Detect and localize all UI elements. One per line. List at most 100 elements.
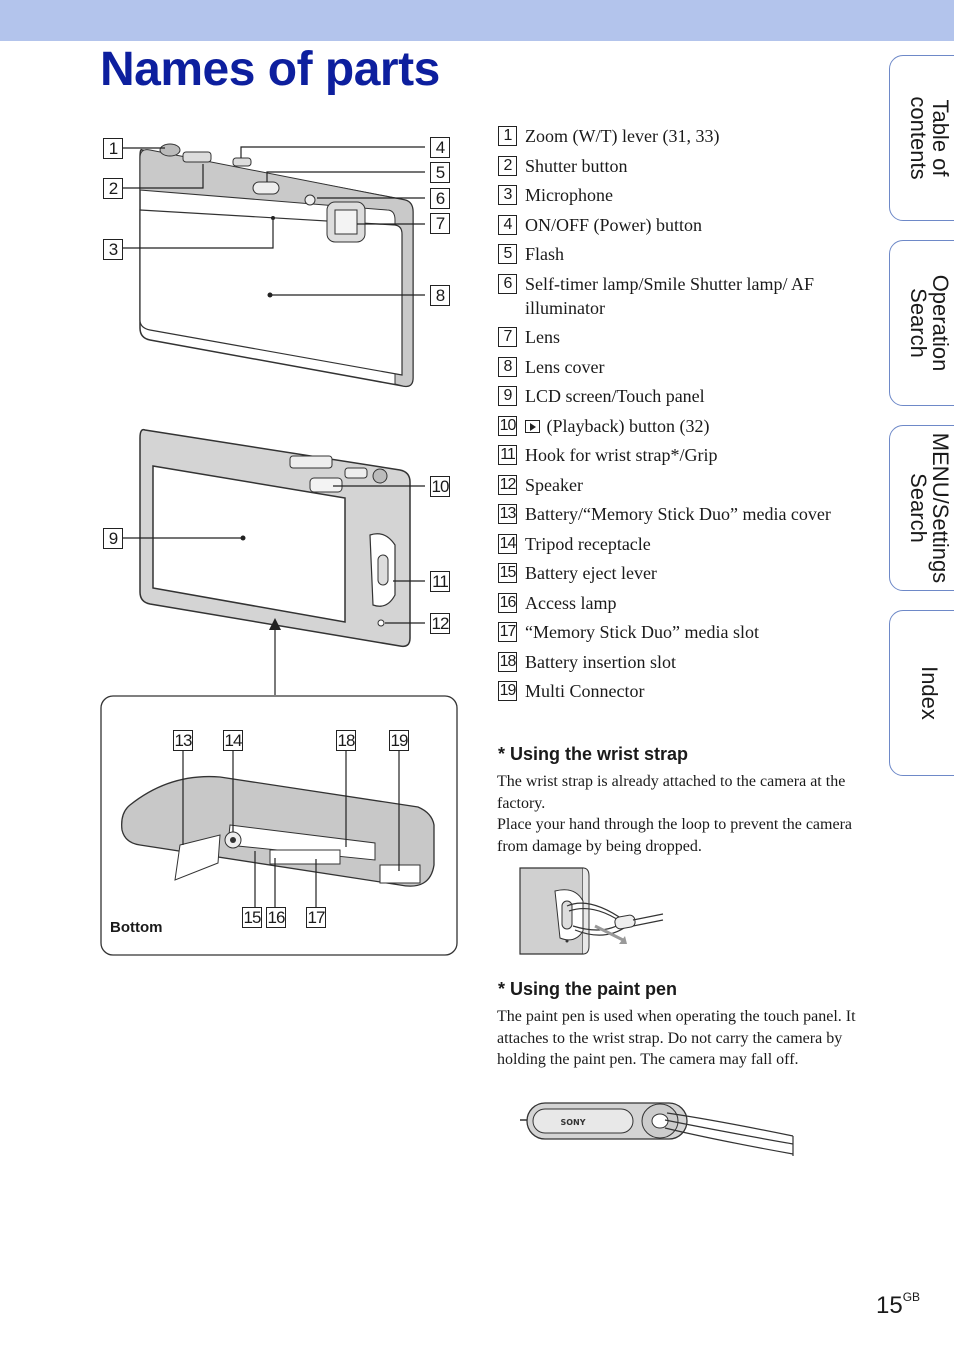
tab-index[interactable]: Index [889, 610, 954, 776]
camera-back-illustration [121, 428, 425, 695]
item-number: 15 [498, 563, 517, 583]
item-number: 6 [498, 273, 517, 294]
item-number: 17 [498, 622, 517, 642]
tab-table-of-contents[interactable]: Table of contents [889, 55, 954, 221]
list-item: 7 Lens [498, 325, 858, 349]
callout-2: 2 [103, 178, 123, 199]
item-label: Multi Connector [525, 681, 645, 701]
list-item: 4 ON/OFF (Power) button [498, 213, 858, 237]
item-label: Battery insertion slot [525, 651, 676, 672]
callout-8: 8 [430, 285, 450, 306]
item-label: Microphone [525, 185, 613, 205]
list-item: 13 Battery/“Memory Stick Duo” media cover [498, 502, 858, 526]
callout-10: 10 [430, 476, 450, 497]
list-item: 18 Battery insertion slot [498, 650, 858, 674]
wrist-strap-illustration [519, 867, 664, 955]
list-item: 17 “Memory Stick Duo” media slot [498, 620, 858, 644]
callout-18: 18 [336, 730, 356, 751]
tab-label: MENU/Settings Search [906, 432, 953, 584]
camera-bottom-illustration [100, 695, 458, 956]
sony-logo: SONY [560, 1118, 585, 1127]
tab-operation-search[interactable]: Operation Search [889, 240, 954, 406]
callout-15: 15 [242, 907, 262, 928]
callout-16: 16 [266, 907, 286, 928]
item-number: 9 [498, 386, 517, 406]
list-item: 5 Flash [498, 242, 858, 266]
item-number: 2 [498, 155, 517, 176]
callout-6: 6 [430, 188, 450, 209]
item-number: 3 [498, 185, 517, 205]
item-label: Zoom (W/T) lever (31, 33) [525, 126, 720, 146]
callout-9: 9 [103, 528, 123, 549]
item-number: 10 [498, 415, 517, 436]
item-label: Battery/“Memory Stick Duo” media cover [525, 504, 831, 524]
item-number: 1 [498, 126, 517, 146]
item-label: Self-timer lamp/Smile Shutter lamp/ AF i… [525, 273, 814, 318]
item-label: Lens [525, 327, 560, 347]
item-number: 5 [498, 244, 517, 264]
list-item: 11 Hook for wrist strap*/Grip [498, 443, 858, 467]
callout-3: 3 [103, 239, 123, 260]
item-number: 19 [498, 681, 517, 701]
wrist-strap-heading: * Using the wrist strap [498, 744, 689, 764]
page-number: 15GB [876, 1290, 920, 1320]
paint-pen-illustration: SONY [520, 1102, 794, 1156]
callout-5: 5 [430, 162, 450, 183]
item-label: Flash [525, 244, 565, 264]
list-item: 9 LCD screen/Touch panel [498, 384, 858, 408]
item-number: 14 [498, 533, 517, 554]
list-item: 12 Speaker [498, 473, 858, 497]
item-label: “Memory Stick Duo” media slot [525, 622, 759, 642]
item-label: Tripod receptacle [525, 533, 651, 554]
parts-list: 1 Zoom (W/T) lever (31, 33) 2 Shutter butt… [498, 124, 858, 709]
list-item: 10 (Playback) button (32) [498, 414, 858, 438]
item-label: Lens cover [525, 356, 605, 377]
page-number-value: 15 [876, 1292, 903, 1319]
item-label: Speaker [525, 474, 583, 495]
top-header-bar [0, 0, 954, 41]
wrist-strap-text: The wrist strap is already attached to t… [497, 773, 852, 855]
item-label: Access lamp [525, 592, 617, 613]
camera-front-illustration [122, 143, 425, 388]
tab-label: Index [917, 666, 942, 720]
playback-icon [525, 419, 540, 433]
item-label: Hook for wrist strap*/Grip [525, 445, 718, 465]
tab-label: Table of contents [906, 96, 953, 180]
item-number: 18 [498, 651, 517, 672]
list-item: 16 Access lamp [498, 591, 858, 615]
item-number: 8 [498, 356, 517, 377]
item-label: LCD screen/Touch panel [525, 386, 705, 406]
callout-17: 17 [306, 907, 326, 928]
callout-4: 4 [430, 137, 450, 158]
paint-pen-heading: * Using the paint pen [498, 979, 678, 999]
item-number: 11 [498, 445, 517, 465]
list-item: 15 Battery eject lever [498, 561, 858, 585]
item-number: 13 [498, 504, 517, 524]
tab-menu-settings-search[interactable]: MENU/Settings Search [889, 425, 954, 591]
list-item: 19 Multi Connector [498, 679, 858, 703]
page-number-suffix: GB [902, 1290, 921, 1304]
list-item: 3 Microphone [498, 183, 858, 207]
item-number: 12 [498, 474, 517, 495]
list-item: 6 Self-timer lamp/Smile Shutter lamp/ AF … [498, 272, 858, 320]
callout-11: 11 [430, 571, 450, 592]
list-item: 8 Lens cover [498, 355, 858, 379]
list-item: 14 Tripod receptacle [498, 532, 858, 556]
item-label: Battery eject lever [525, 563, 657, 583]
callout-1: 1 [103, 138, 123, 159]
callout-12: 12 [430, 613, 450, 634]
callout-14: 14 [223, 730, 243, 751]
item-label: ON/OFF (Power) button [525, 214, 703, 235]
item-label: (Playback) button (32) [546, 415, 710, 436]
paint-pen-text: The paint pen is used when operating the… [497, 1008, 856, 1068]
item-number: 7 [498, 327, 517, 347]
list-item: 2 Shutter button [498, 154, 858, 178]
item-number: 16 [498, 592, 517, 613]
item-label: Shutter button [525, 155, 628, 176]
list-item: 1 Zoom (W/T) lever (31, 33) [498, 124, 858, 148]
callout-7: 7 [430, 213, 450, 234]
item-number: 4 [498, 214, 517, 235]
tab-label: Operation Search [906, 274, 953, 372]
page-title: Names of parts [100, 43, 440, 96]
bottom-view-label: Bottom [110, 919, 163, 936]
